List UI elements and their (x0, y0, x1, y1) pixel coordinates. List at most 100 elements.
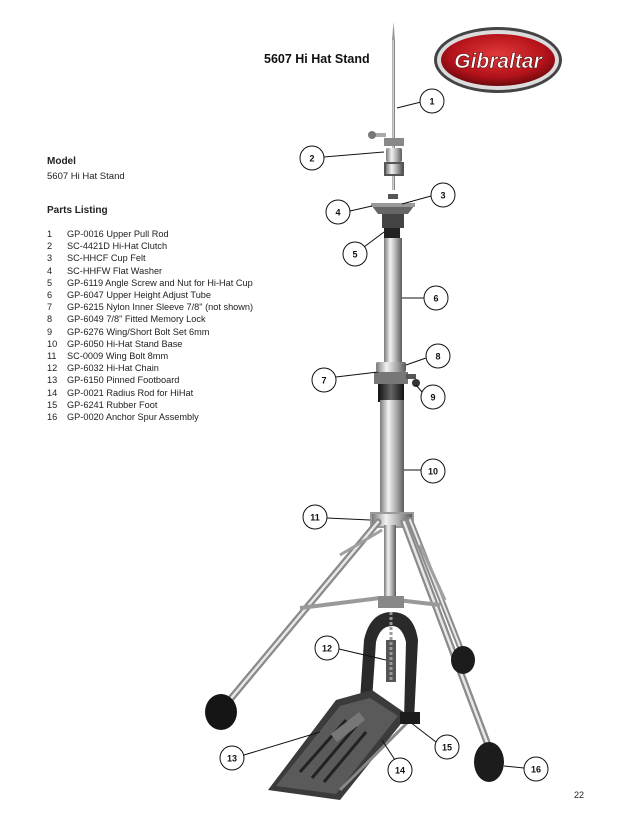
callout-circle (423, 285, 449, 311)
callout-label: 16 (531, 765, 541, 775)
page-title: 5607 Hi Hat Stand (264, 52, 370, 66)
pull-rod-tip (392, 22, 395, 40)
callout-label: 9 (430, 393, 435, 403)
part-description: SC-4421D Hi-Hat Clutch (67, 241, 168, 252)
callout-label: 8 (435, 352, 440, 362)
hi-hat-cup (371, 194, 415, 242)
pedal-frame (360, 612, 418, 720)
parts-list-item: 1 GP-0016 Upper Pull Rod (47, 228, 253, 240)
part-description: SC-HHFW Flat Washer (67, 265, 163, 276)
parts-list: 1 GP-0016 Upper Pull Rod 2 SC-4421D Hi-Hat… (47, 228, 253, 423)
part-description: SC-0009 Wing Bolt 8mm (67, 351, 169, 362)
callout-circle (425, 343, 451, 369)
callout-circle (523, 756, 549, 782)
part-number: 15 (47, 399, 58, 410)
model-value: 5607 Hi Hat Stand (47, 171, 125, 182)
part-number: 12 (47, 363, 58, 374)
gibraltar-logo: Gibraltar (434, 27, 562, 93)
callout-circle (430, 182, 456, 208)
callout-label: 14 (395, 766, 405, 776)
part-description: GP-6047 Upper Height Adjust Tube (67, 290, 212, 301)
part-number: 11 (47, 351, 57, 362)
part-description: SC-HHCF Cup Felt (67, 253, 146, 264)
part-number: 7 (47, 302, 53, 313)
logo-wordmark: Gibraltar (454, 50, 543, 73)
part-description: GP-6049 7/8" Fitted Memory Lock (67, 314, 206, 325)
part-number: 3 (47, 253, 53, 264)
callout-circle (387, 757, 413, 783)
callout-label: 5 (352, 250, 357, 260)
callout-label: 1 (429, 97, 434, 107)
part-number: 1 (47, 229, 53, 239)
parts-list-item: 2 SC-4421D Hi-Hat Clutch (47, 240, 253, 252)
callout-label: 13 (227, 754, 237, 764)
part-number: 2 (47, 241, 53, 252)
part-description: GP-6119 Angle Screw and Nut for Hi-Hat C… (67, 277, 253, 288)
part-number: 16 (47, 412, 58, 423)
parts-list-item: 7 GP-6215 Nylon Inner Sleeve 7/8" (not sh… (47, 301, 253, 313)
callout-circle (419, 88, 445, 114)
part-number: 4 (47, 265, 53, 276)
part-description: GP-6032 Hi-Hat Chain (67, 363, 159, 374)
part-number: 14 (47, 387, 58, 398)
part-description: GP-0016 Upper Pull Rod (67, 229, 169, 239)
hi-hat-clutch (368, 131, 404, 176)
parts-list-item: 16 GP-0020 Anchor Spur Assembly (47, 411, 253, 423)
callout-label: 15 (442, 743, 452, 753)
callout-circle (420, 384, 446, 410)
callout-circle (342, 241, 368, 267)
memory-lock (374, 362, 408, 402)
pinned-footboard (268, 690, 408, 800)
callout-circle (434, 734, 460, 760)
part-description: GP-6050 Hi-Hat Stand Base (67, 338, 183, 349)
parts-list-item: 13 GP-6150 Pinned Footboard (47, 374, 253, 386)
callout-circle (325, 199, 351, 225)
parts-list-item: 10 GP-6050 Hi-Hat Stand Base (47, 338, 253, 350)
page-number: 22 (574, 790, 585, 800)
parts-list-item: 15 GP-6241 Rubber Foot (47, 399, 253, 411)
part-number: 8 (47, 314, 53, 325)
part-description: GP-6150 Pinned Footboard (67, 375, 180, 386)
part-number: 10 (47, 338, 58, 349)
part-number: 9 (47, 326, 53, 337)
parts-list-item: 6 GP-6047 Upper Height Adjust Tube (47, 289, 253, 301)
callout-label: 6 (433, 294, 438, 304)
part-description: GP-6241 Rubber Foot (67, 399, 158, 410)
callout-circle (302, 504, 328, 530)
wing-bolt (406, 374, 420, 387)
callout-circle (420, 458, 446, 484)
part-number: 6 (47, 290, 53, 301)
parts-list-item: 8 GP-6049 7/8" Fitted Memory Lock (47, 313, 253, 325)
part-description: GP-0020 Anchor Spur Assembly (67, 412, 199, 423)
parts-list-item: 11 SC-0009 Wing Bolt 8mm (47, 350, 253, 362)
part-description: GP-6276 Wing/Short Bolt Set 6mm (67, 326, 210, 337)
callout-label: 12 (322, 644, 332, 654)
callout-circle (314, 635, 340, 661)
radius-rod (338, 712, 420, 792)
parts-list-item: 3 SC-HHCF Cup Felt (47, 252, 253, 264)
upper-height-tube (384, 238, 402, 368)
upper-pull-rod (392, 40, 395, 190)
callout-label: 7 (321, 376, 326, 386)
model-heading: Model (47, 156, 76, 167)
callout-label: 10 (428, 467, 438, 477)
parts-list-item: 9 GP-6276 Wing/Short Bolt Set 6mm (47, 326, 253, 338)
part-number: 13 (47, 375, 58, 386)
parts-list-item: 4 SC-HHFW Flat Washer (47, 265, 253, 277)
callout-circle (219, 745, 245, 771)
stand-legs (224, 517, 492, 749)
callout-label: 3 (440, 191, 445, 201)
callout-circle (311, 367, 337, 393)
callout-label: 11 (310, 513, 320, 523)
rubber-feet (205, 646, 504, 782)
parts-list-item: 12 GP-6032 Hi-Hat Chain (47, 362, 253, 374)
lower-base-tube (380, 400, 404, 515)
callout-circle (299, 145, 325, 171)
parts-heading: Parts Listing (47, 205, 108, 216)
callout-label: 2 (309, 154, 314, 164)
part-number: 5 (47, 277, 53, 288)
part-description: GP-6215 Nylon Inner Sleeve 7/8" (not sho… (67, 302, 254, 313)
parts-list-item: 5 GP-6119 Angle Screw and Nut for Hi-Hat … (47, 277, 253, 289)
callout-label: 4 (335, 208, 340, 218)
